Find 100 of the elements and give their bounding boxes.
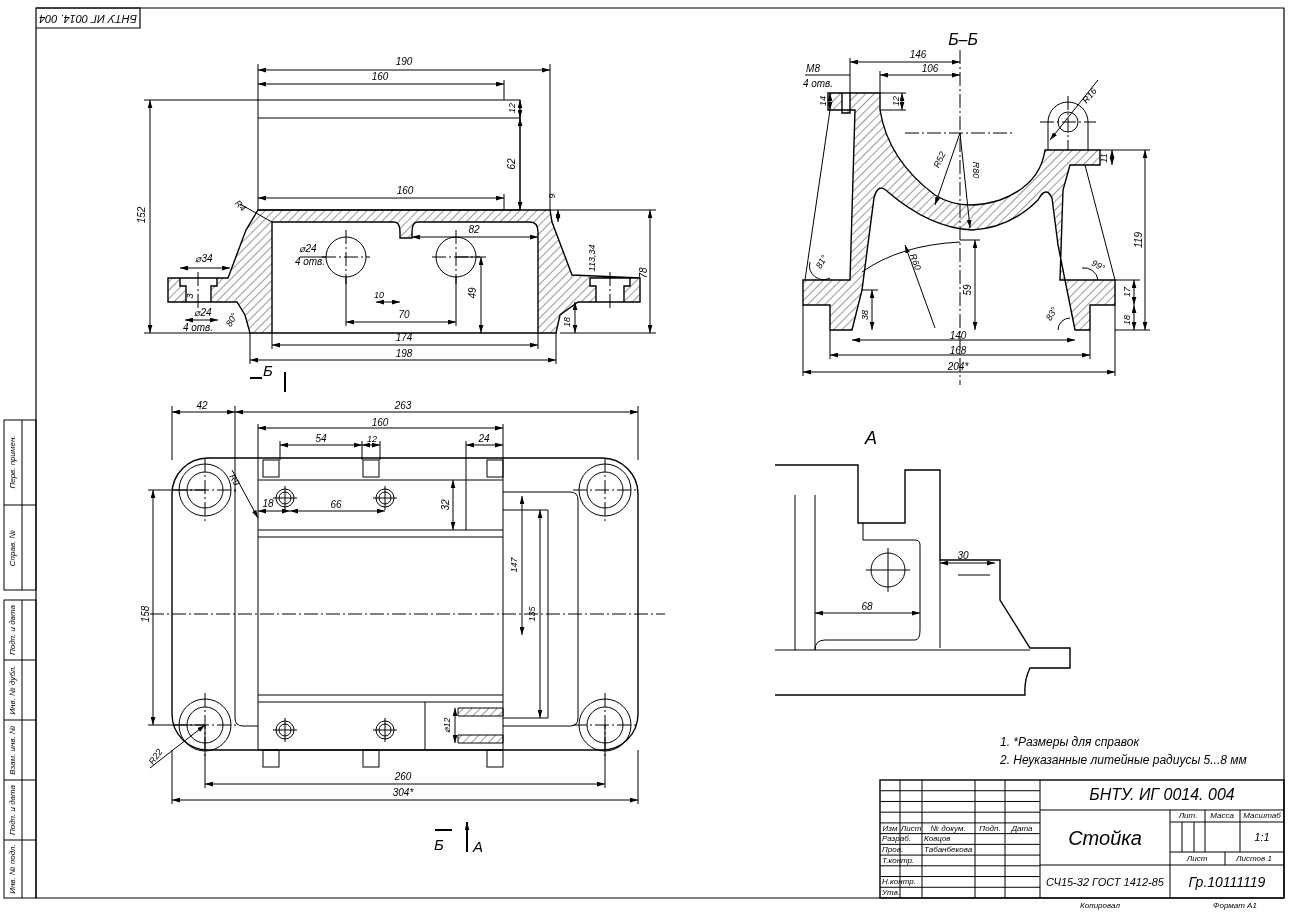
title-block-text: Н.контр. — [882, 878, 916, 886]
dimension-value: 147 — [509, 557, 519, 573]
dimension-value: 80° — [224, 311, 240, 329]
title-block-text: Разраб. — [882, 835, 911, 844]
note-text: 1. *Размеры для справок — [1000, 736, 1140, 748]
dimension-value: 160 — [371, 72, 389, 82]
dimension-value: 152 — [137, 206, 147, 224]
title-block-text: Табанбекова — [924, 845, 973, 854]
section-letter: Б — [263, 362, 273, 378]
dimension-value: 4 отв. — [802, 79, 834, 89]
dimension-value: M8 — [806, 64, 820, 74]
dimension-value: R52 — [932, 150, 948, 170]
dimension-value: 32 — [441, 499, 451, 511]
dimension-value: 68 — [861, 602, 873, 612]
dimension-value: R4 — [232, 198, 248, 214]
view-letter: А — [473, 838, 483, 854]
dimension-value: R60 — [907, 252, 923, 272]
dimension-value: 304* — [392, 788, 414, 798]
dimension-value: 260 — [394, 772, 412, 782]
dimension-value: 4 отв. — [182, 323, 214, 333]
title-block-text: СЧ15-32 ГОСТ 1412-85 — [1046, 876, 1164, 888]
dimension-value: 10 — [374, 290, 384, 300]
dimension-value: 160 — [371, 418, 389, 428]
dimension-value: 146 — [909, 50, 927, 60]
dimension-value: 70 — [398, 310, 410, 320]
dimension-value: 12 — [507, 103, 517, 113]
title-block-text: Подп. — [979, 824, 1001, 833]
title-block-text: Ковцов — [924, 835, 951, 844]
stamp-text: Справ. № — [9, 529, 17, 567]
title-block-text: Изм — [882, 824, 898, 833]
title-block-text: Масштаб — [1243, 812, 1281, 820]
dimension-value: 11 — [1099, 153, 1109, 163]
dimension-value: 12 — [367, 434, 377, 444]
dimension-value: 9 — [547, 193, 557, 199]
section-letter: Б — [434, 836, 444, 852]
dimension-value: 106 — [921, 64, 939, 74]
dimension-value: 119 — [1134, 232, 1144, 248]
dimension-value: 3 — [185, 293, 195, 299]
dimension-value: 168 — [949, 346, 967, 356]
title-block-text: Гр.10111119 — [1188, 875, 1266, 889]
dimension-value: 54 — [315, 434, 327, 444]
title-block-text: Утв. — [882, 888, 901, 897]
dimension-value: 78 — [639, 267, 649, 279]
stamp-text: Перв. примен. — [9, 435, 17, 489]
dimension-value: 158 — [141, 605, 151, 623]
dimension-value: 204* — [947, 362, 969, 372]
stamp-text: Подп. и дата — [9, 784, 17, 836]
title-block-text: БНТУ. ИГ 0014. 004 — [1089, 787, 1235, 803]
title-block-text: Листов 1 — [1236, 855, 1272, 863]
dimension-value: 12 — [891, 96, 901, 106]
dimension-value: 30 — [957, 551, 969, 561]
stamp-text: Взам. инв. № — [9, 725, 17, 775]
stamp-text: Инв. № дубл. — [9, 665, 17, 715]
dimension-value: 81° — [814, 253, 830, 271]
dimension-value: 66 — [330, 500, 342, 510]
dimension-value: R9 — [227, 472, 241, 488]
dimension-value: 174 — [395, 333, 413, 343]
dimension-value: 82 — [468, 225, 480, 235]
dimension-value: 198 — [395, 349, 413, 359]
dimension-value: 18 — [262, 499, 274, 509]
dimension-value: 113,34 — [587, 244, 597, 272]
dimension-value: ⌀34 — [195, 254, 213, 264]
dimension-value: 4 отв. — [294, 257, 326, 267]
dimension-value: ⌀12 — [442, 717, 452, 733]
title-block-text: 1:1 — [1254, 831, 1270, 843]
title-block-text: № докум. — [930, 824, 966, 833]
dimension-value: 135 — [527, 606, 537, 622]
dimension-value: 38 — [860, 310, 870, 320]
dimension-value: 49 — [468, 287, 478, 299]
title-block-text: Лист — [900, 824, 922, 833]
title-block-text: Формат А1 — [1213, 902, 1257, 910]
title-block-text: Дата — [1011, 824, 1033, 833]
dimension-value: 99° — [1089, 258, 1107, 274]
dimension-value: 17 — [1122, 287, 1132, 297]
dimension-value: 24 — [478, 434, 490, 444]
dimension-value: 42 — [196, 401, 208, 411]
view-label: Б–Б — [948, 32, 978, 48]
dimension-value: 140 — [949, 331, 967, 341]
dimension-value: 18 — [1122, 315, 1132, 325]
title-block-text: Масса — [1210, 812, 1234, 820]
title-block-text: Лист — [1186, 855, 1208, 863]
dimension-value: ⌀24 — [194, 308, 212, 318]
dimension-value: 83° — [1044, 305, 1060, 323]
stamp-text: Подп. и дата — [9, 604, 17, 656]
dimension-value: 59 — [963, 284, 973, 296]
stamp-text: Инв. № подл. — [9, 844, 17, 894]
title-block-text: Пров. — [882, 845, 904, 854]
title-block-text: Т.контр. — [882, 856, 915, 865]
dimension-value: 62 — [507, 158, 517, 170]
dimension-value: ⌀24 — [299, 244, 317, 254]
dimension-value: R80 — [970, 161, 980, 179]
stamp-text: БНТУ ИГ 0014. 004 — [39, 12, 137, 24]
dimension-value: 160 — [396, 186, 414, 196]
dimension-value: 14 — [818, 96, 828, 106]
title-block-text: Стойка — [1068, 828, 1142, 848]
note-text: 2. Неуказанные литейные радиусы 5...8 мм — [1000, 754, 1247, 766]
title-block-text: Копировал — [1080, 902, 1120, 910]
dimension-value: 190 — [395, 57, 413, 67]
title-block-text: Лит. — [1178, 812, 1198, 820]
view-label: А — [865, 429, 877, 447]
